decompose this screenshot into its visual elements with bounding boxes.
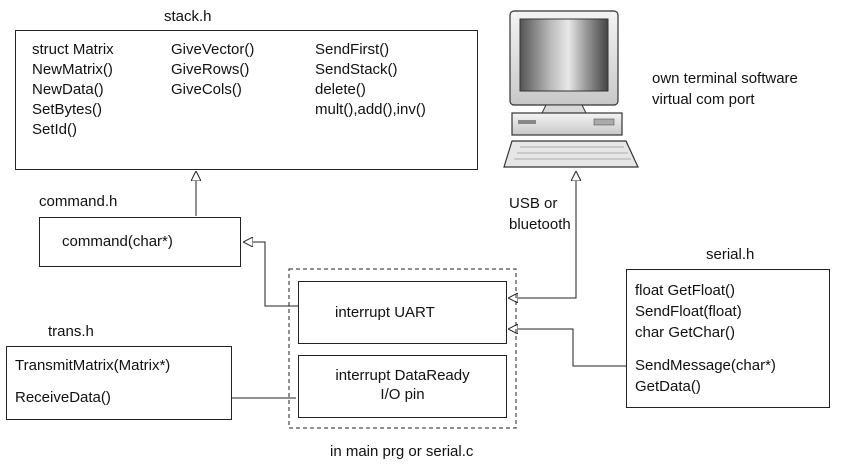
stack-item: GiveRows()	[171, 61, 250, 78]
command-item: command(char*)	[62, 233, 173, 250]
stack-item: mult(),add(),inv()	[315, 101, 426, 118]
computer-description: own terminal software	[652, 70, 798, 87]
uart-label: interrupt UART	[335, 304, 435, 321]
main-group-dashed-border	[288, 268, 517, 429]
link-label: bluetooth	[509, 216, 571, 233]
stack-item: struct Matrix	[32, 41, 114, 58]
stack-item: NewMatrix()	[32, 61, 113, 78]
trans-item: ReceiveData()	[15, 389, 111, 406]
serial-item: float GetFloat()	[635, 282, 736, 299]
computer-icon	[503, 10, 639, 168]
uart-box: interrupt UART	[298, 281, 507, 344]
command-title: command.h	[39, 193, 118, 210]
serial-item: SendFloat(float)	[635, 303, 742, 320]
uart-to-command-arrow	[243, 242, 298, 307]
trans-item: TransmitMatrix(Matrix*)	[15, 357, 171, 374]
serial-to-uart-arrow	[508, 329, 626, 367]
stack-title: stack.h	[164, 8, 212, 25]
computer-description: virtual com port	[652, 91, 755, 108]
stack-item: SendStack()	[315, 61, 398, 78]
stack-item: SendFirst()	[315, 41, 390, 58]
serial-title: serial.h	[706, 246, 755, 263]
command-box: command(char*)	[39, 217, 241, 267]
link-label: USB or	[509, 195, 558, 212]
serial-item: GetData()	[635, 378, 701, 395]
serial-item: SendMessage(char*)	[635, 357, 776, 374]
serial-item: char GetChar()	[635, 324, 736, 341]
dataready-label: interrupt DataReady	[335, 367, 470, 384]
stack-item: GiveCols()	[171, 81, 242, 98]
stack-box: struct Matrix NewMatrix() NewData() SetB…	[15, 30, 478, 170]
stack-item: SetBytes()	[32, 101, 103, 118]
computer-to-uart-arrow	[508, 171, 577, 298]
stack-item: NewData()	[32, 81, 104, 98]
trans-box: TransmitMatrix(Matrix*) ReceiveData()	[6, 346, 232, 420]
stack-item: delete()	[315, 81, 366, 98]
serial-box: float GetFloat() SendFloat(float) char G…	[626, 269, 830, 408]
trans-title: trans.h	[48, 323, 94, 340]
stack-item: GiveVector()	[171, 41, 255, 58]
main-group-caption: in main prg or serial.c	[330, 443, 474, 460]
dataready-box: interrupt DataReady I/O pin	[298, 355, 507, 418]
stack-item: SetId()	[32, 121, 78, 138]
dataready-label: I/O pin	[380, 386, 425, 403]
